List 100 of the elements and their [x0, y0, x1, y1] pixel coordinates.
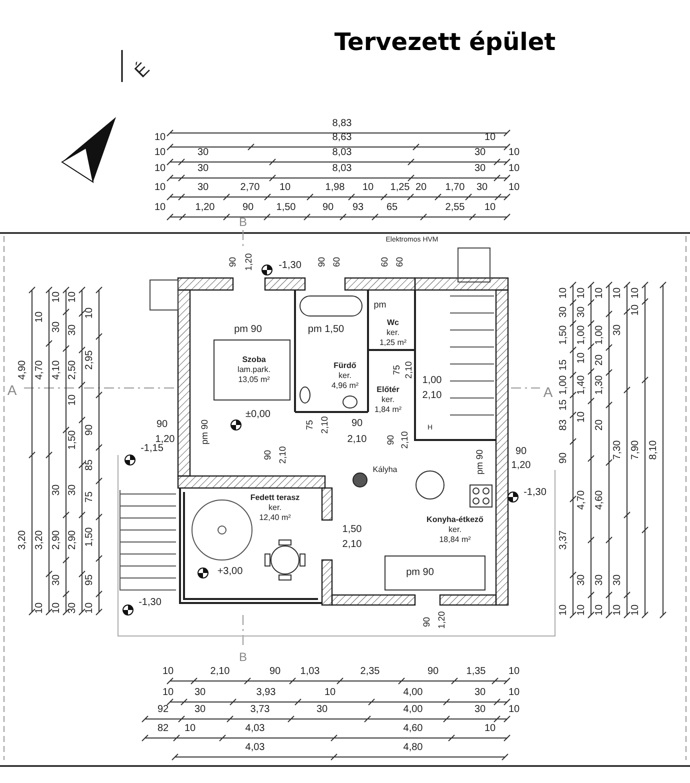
sill-height-label: pm 90 [406, 568, 434, 578]
dimension-value: 2,95 [85, 350, 95, 370]
dimension-value: 4,60 [403, 724, 423, 734]
dimension-value: 1,20 [155, 435, 175, 445]
dimension-value: 30 [474, 148, 486, 158]
dimension-value: 3,20 [18, 530, 28, 550]
dimension-value: 10 [613, 604, 623, 616]
dimension-value: 3,93 [256, 688, 276, 698]
dimension-value: 10 [577, 604, 587, 616]
dimension-value: 1,20 [511, 461, 531, 471]
room-area: 13,05 m² [238, 375, 270, 385]
room-name: Fürdő [332, 361, 358, 371]
dimension-value: 85 [85, 459, 95, 471]
level-value: -1,30 [138, 598, 162, 608]
dimension-value: 1,30 [595, 375, 605, 395]
level-value: -1,15 [140, 444, 164, 454]
section-marker: B [239, 651, 247, 663]
level-value: +3,00 [217, 567, 243, 577]
floor-finish: lam.park. [238, 365, 270, 375]
sill-height-label: pm 90 [200, 420, 210, 444]
dimension-value: 10 [508, 688, 520, 698]
room-area: 12,40 m² [250, 513, 300, 523]
dimension-value: 90 [269, 667, 281, 677]
dimension-value: 30 [474, 705, 486, 715]
floor-finish: ker. [386, 328, 400, 338]
dimension-value: 10 [577, 352, 587, 364]
dimension-value: 90 [427, 667, 439, 677]
dimension-value: 30 [68, 484, 78, 496]
dimension-value: 10 [68, 291, 78, 303]
dimension-value: 10 [577, 287, 587, 299]
room-name: Előtér [376, 385, 400, 395]
dimension-value: 90 [422, 617, 432, 627]
dimension-value: 30 [194, 705, 206, 715]
dimension-value: 3,37 [559, 530, 569, 550]
dimension-value: 10 [162, 688, 174, 698]
dimension-value: 30 [474, 688, 486, 698]
dimension-value: 92 [157, 705, 169, 715]
dimension-value: 60 [380, 257, 390, 267]
dimension-value: 10 [484, 133, 496, 143]
dimension-value: 1,70 [445, 183, 465, 193]
dimension-value: 4,10 [52, 360, 62, 380]
dimension-value: 1,00 [422, 376, 442, 386]
dimension-value: 30 [595, 574, 605, 586]
sill-height-label: pm 1,50 [308, 325, 344, 335]
dimension-value: 10 [85, 602, 95, 614]
dimension-value: 1,50 [559, 325, 569, 345]
dimension-value: 10 [279, 183, 291, 193]
dimension-value: 20 [595, 354, 605, 366]
room-area: 1,84 m² [374, 405, 402, 415]
dimension-value: 1,35 [466, 667, 486, 677]
dimension-value: 2,35 [360, 667, 380, 677]
floor-finish: ker. [380, 395, 396, 405]
dimension-value: 1,00 [559, 375, 569, 395]
dimension-value: 90 [386, 435, 396, 445]
dimension-value: 75 [85, 491, 95, 503]
dimension-value: 1,25 [390, 183, 410, 193]
dimension-value: 10 [508, 183, 520, 193]
dimension-value: 10 [484, 724, 496, 734]
dimension-value: 2,50 [68, 360, 78, 380]
fixture-label: Kályha [372, 466, 398, 474]
dimension-value: 10 [154, 133, 166, 143]
dimension-value: 1,20 [195, 203, 215, 213]
sill-height-label: pm 90 [234, 325, 262, 335]
dimension-value: 2,90 [68, 530, 78, 550]
dimension-value: 30 [559, 306, 569, 318]
dimension-value: 82 [157, 724, 169, 734]
dimension-value: 30 [68, 602, 78, 614]
dimension-value: 1,20 [438, 611, 446, 629]
dimension-value: 4,90 [18, 360, 28, 380]
dimension-value: 10 [559, 287, 569, 299]
dimension-value: 10 [595, 604, 605, 616]
dimension-value: 1,03 [300, 667, 320, 677]
dimension-value: 30 [68, 324, 78, 336]
dimension-value: 2,10 [400, 431, 410, 449]
dimension-value: 10 [52, 291, 62, 303]
dimension-value: 8,63 [332, 133, 352, 143]
dimension-value: 4,80 [403, 743, 423, 753]
dimension-value: 1,00 [577, 325, 587, 345]
dimension-value: 90 [228, 257, 238, 267]
dimension-value: 30 [577, 306, 587, 318]
room-area: 18,84 m² [426, 535, 484, 545]
dimension-value: 4,00 [403, 688, 423, 698]
dimension-value: 4,70 [577, 490, 587, 510]
dimension-value: 10 [559, 604, 569, 616]
room-name: Konyha-étkező [426, 515, 484, 525]
dimension-value: 30 [52, 321, 62, 333]
dimension-value: 10 [52, 602, 62, 614]
dimension-value: 90 [559, 452, 569, 464]
dimension-value: 60 [396, 257, 404, 267]
dimension-value: 1,50 [68, 430, 78, 450]
dimension-value: 10 [631, 604, 641, 616]
sill-height-label: pm 90 [476, 450, 484, 474]
floor-finish: ker. [338, 371, 352, 381]
dimension-value: 4,60 [595, 490, 605, 510]
room-area: 1,25 m² [379, 338, 407, 348]
sill-height-label: pm [374, 300, 386, 310]
dimension-value: 2,10 [347, 435, 367, 445]
dimension-value: 1,00 [595, 325, 605, 345]
dimension-value: 60 [332, 257, 342, 267]
dimension-value: 10 [35, 311, 45, 323]
